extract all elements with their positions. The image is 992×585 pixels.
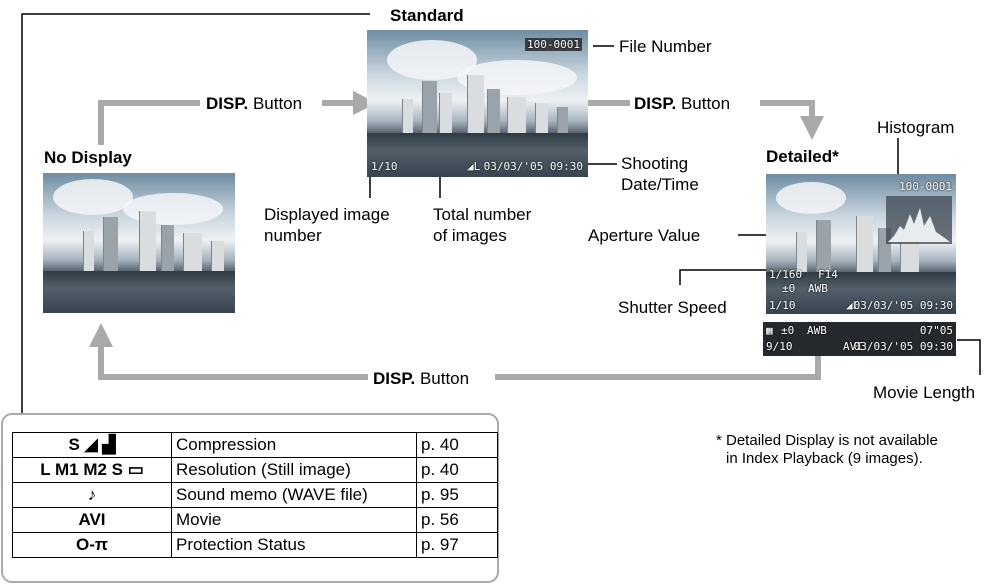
resolution-icons: L M1 M2 S ▭	[12, 457, 172, 483]
total-images-label-2: of images	[433, 226, 507, 245]
protection-key-icon: O-π	[12, 532, 172, 558]
displayed-image-number-label-2: number	[264, 226, 322, 245]
arrow-standard-to-detailed-head	[760, 100, 824, 140]
histogram-graph	[886, 196, 952, 244]
detailed-title: Detailed*	[766, 147, 839, 166]
footnote-line-2: in Index Playback (9 images).	[726, 450, 923, 467]
disp-button-label-2: DISP. Button	[634, 94, 731, 113]
legend-row: L M1 M2 S ▭Resolution (Still image)p. 40	[12, 457, 498, 483]
arrow-detailed-to-nodisplay	[495, 355, 821, 380]
legend-row: ♪Sound memo (WAVE file)p. 95	[12, 482, 498, 508]
aperture-value-label: Aperture Value	[588, 226, 701, 245]
compression-icons: S ◢ ▟	[12, 432, 172, 458]
no-display-title: No Display	[44, 148, 132, 167]
legend-frame	[1, 413, 499, 583]
standard-datetime: 03/03/'05 09:30	[483, 160, 583, 173]
legend-description: Compression	[171, 432, 417, 458]
histogram-label: Histogram	[877, 118, 955, 137]
legend-page-ref: p. 56	[416, 507, 498, 533]
file-number-label: File Number	[619, 37, 712, 56]
detailed-shutter-speed: 1/160	[769, 268, 803, 281]
total-images-label-1: Total number	[433, 205, 532, 224]
standard-quality: ◢L	[467, 160, 481, 173]
detailed-aperture: F14	[818, 268, 838, 281]
arrow-detailed-to-nodisplay-head	[89, 323, 368, 380]
standard-display-photo: 100-0001 1/10 ◢L 03/03/'05 09:30	[367, 30, 588, 177]
standard-image-count: 1/10	[371, 160, 398, 173]
movie-ev: ±0	[781, 324, 795, 337]
displayed-image-number-label-1: Displayed image	[264, 205, 390, 224]
movie-length-value: 07"05	[919, 324, 953, 337]
shooting-datetime-label-2: Date/Time	[621, 175, 699, 194]
detailed-image-count: 1/10	[769, 299, 796, 312]
movie-avi-icon: AVI	[12, 507, 172, 533]
frame-line	[21, 13, 370, 414]
shutter-speed-label: Shutter Speed	[618, 298, 727, 317]
detailed-ev: ±0	[782, 282, 796, 295]
detailed-display-photo: 100-0001 1/160 F14 ±0 AWB 1/10 ◢L 03/03/…	[766, 174, 956, 314]
movie-icon: ▦	[766, 324, 773, 337]
legend-description: Movie	[171, 507, 417, 533]
legend-description: Sound memo (WAVE file)	[171, 482, 417, 508]
sound-memo-icon: ♪	[12, 482, 172, 508]
movie-wb: AWB	[807, 324, 827, 337]
detailed-wb: AWB	[808, 282, 828, 295]
disp-button-label-1: DISP. Button	[206, 94, 303, 113]
legend-page-ref: p. 97	[416, 532, 498, 558]
standard-file-number: 100-0001	[525, 38, 582, 51]
no-display-photo	[43, 173, 235, 313]
movie-length-label: Movie Length	[873, 383, 976, 402]
detailed-datetime: 03/03/'05 09:30	[853, 299, 953, 312]
detailed-quality: ◢L	[846, 299, 860, 312]
arrow-nodisplay-to-standard	[98, 100, 200, 145]
movie-format: AVI	[843, 340, 863, 353]
legend-page-ref: p. 95	[416, 482, 498, 508]
movie-info-strip: ▦ ±0 AWB 07"05 9/10 AVI 03/03/'05 09:30	[763, 322, 956, 356]
standard-title: Standard	[390, 6, 464, 25]
footnote-line-1: * Detailed Display is not available	[716, 432, 938, 449]
movie-count: 9/10	[766, 340, 793, 353]
detailed-file-number: 100-0001	[899, 180, 952, 193]
movie-datetime: 03/03/'05 09:30	[853, 340, 953, 353]
legend-description: Protection Status	[171, 532, 417, 558]
footnote: * Detailed Display is not available in I…	[716, 432, 938, 468]
disp-button-label-3: DISP. Button	[373, 369, 470, 388]
legend-page-ref: p. 40	[416, 457, 498, 483]
legend-description: Resolution (Still image)	[171, 457, 417, 483]
shooting-datetime-label-1: Shooting	[621, 154, 689, 173]
legend-page-ref: p. 40	[416, 432, 498, 458]
